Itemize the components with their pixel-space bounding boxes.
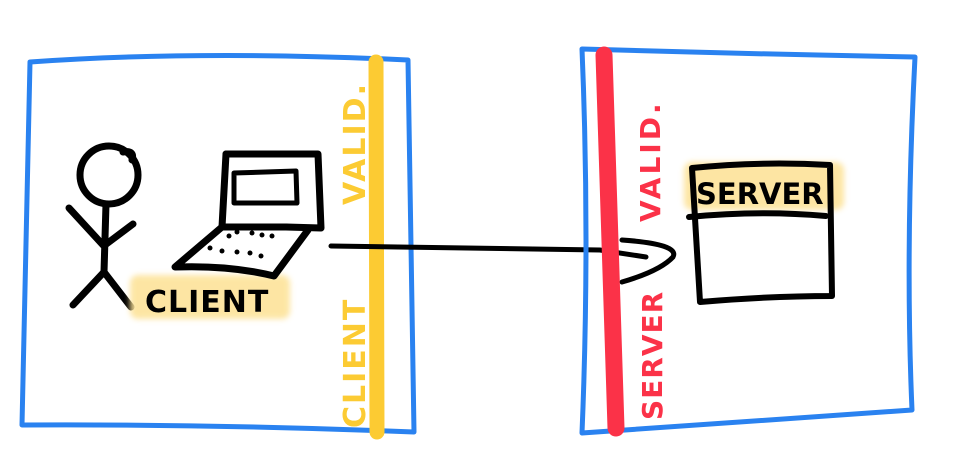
client-zone: CLIENT VALID. CLIENT [19, 52, 417, 440]
request-line [328, 243, 649, 260]
user-stick-figure-icon [65, 142, 142, 311]
laptop-keyboard-dots [207, 229, 275, 259]
server-validation-barrier [595, 46, 625, 437]
server-label-highlight [684, 162, 844, 210]
server-box-icon [686, 160, 835, 305]
server-zone: VALID. SERVER SERVER [579, 46, 918, 437]
server-validation-label-top: VALID. [634, 100, 667, 222]
request-connection [328, 237, 677, 285]
request-rejected-loop [619, 237, 677, 285]
client-frame [19, 52, 417, 435]
client-validation-label-top: VALID. [338, 82, 373, 205]
client-validation-label-bottom: CLIENT [338, 298, 373, 428]
client-label: CLIENT [145, 285, 269, 320]
laptop-icon [171, 150, 325, 280]
server-validation-label-bottom: SERVER [636, 291, 669, 420]
server-label: SERVER [696, 177, 824, 211]
client-label-highlight [130, 275, 290, 319]
server-frame [579, 46, 918, 436]
